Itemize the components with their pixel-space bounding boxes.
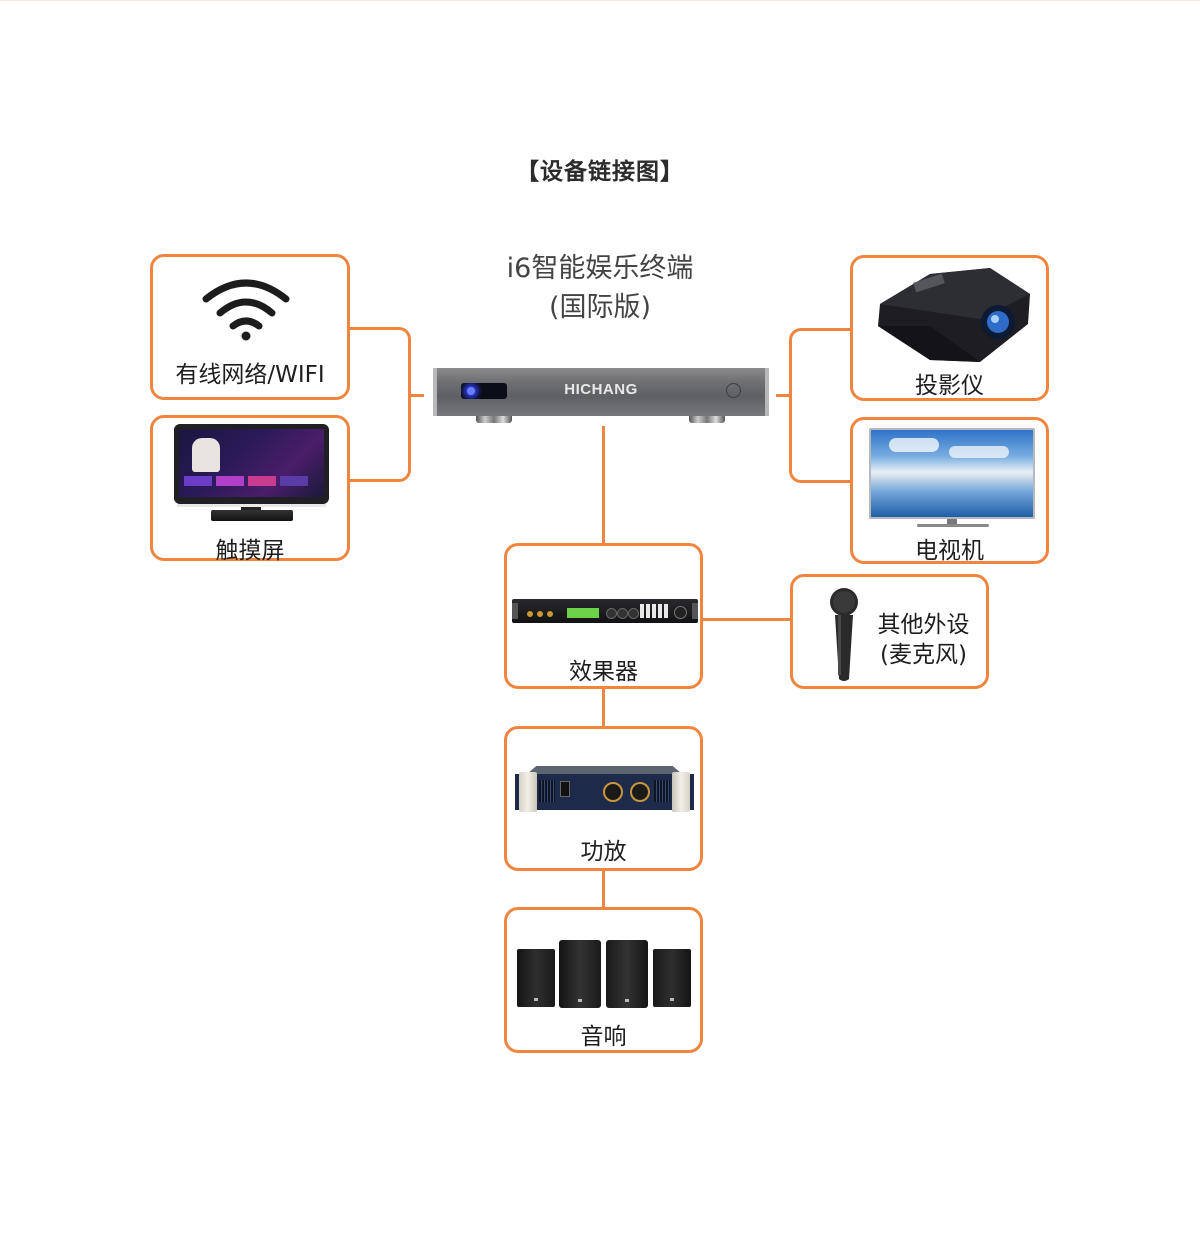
connector-line (602, 870, 605, 909)
hichang-device: HICHANG (433, 368, 769, 416)
touch-screen-image (174, 424, 329, 517)
device-label: 功放 (580, 839, 627, 865)
touch-screen-stand (211, 510, 293, 521)
device-brand: HICHANG (564, 381, 638, 398)
connector-corner (789, 328, 806, 345)
peripheral-label-line2: (麦克风) (880, 642, 967, 668)
device-box-amplifier: 功放 (504, 726, 703, 871)
device-label: 电视机 (915, 538, 984, 564)
connector-line (789, 343, 792, 467)
device-box-speakers: 音响 (504, 907, 703, 1053)
connector-line (804, 480, 851, 483)
page-title: 【设备链接图】 (516, 159, 684, 185)
amplifier-image (515, 766, 694, 812)
connector-corner (394, 464, 411, 482)
device-label: 音响 (580, 1024, 627, 1050)
wifi-icon (202, 279, 290, 341)
device-label: 投影仪 (915, 373, 984, 399)
peripheral-label-line1: 其他外设 (877, 612, 970, 638)
power-button-icon (726, 383, 741, 398)
device-box-microphone: 其他外设 (麦克风) (790, 574, 989, 689)
device-label: 有线网络/WIFI (175, 362, 325, 388)
device-label: 触摸屏 (215, 538, 285, 564)
device-box-tv: 电视机 (850, 417, 1049, 564)
device-box-effects: 效果器 (504, 543, 703, 689)
device-title-line1: i6智能娱乐终端 (506, 253, 694, 284)
device-title-line2: (国际版) (548, 292, 652, 323)
connector-line (408, 342, 411, 466)
tv-image (869, 428, 1035, 528)
microphone-image (830, 588, 858, 681)
device-foot-right (689, 416, 725, 423)
connector-corner (394, 327, 411, 344)
connector-line (702, 618, 792, 621)
top-divider (0, 0, 1200, 1)
connector-line (804, 328, 851, 331)
connector-line (602, 426, 605, 545)
device-box-projector: 投影仪 (850, 255, 1049, 401)
device-box-wifi: 有线网络/WIFI (150, 254, 350, 400)
device-foot-left (476, 416, 512, 423)
device-label: 效果器 (569, 659, 638, 685)
speakers-image (517, 940, 693, 1010)
projector-image (878, 268, 1030, 362)
effects-processor-image (512, 599, 698, 623)
connector-line (410, 394, 424, 397)
connector-line (602, 688, 605, 728)
connector-line (349, 479, 397, 482)
connector-corner (789, 465, 806, 483)
device-box-touch-screen: 触摸屏 (150, 415, 350, 564)
connector-line (349, 327, 397, 330)
connector-line (776, 394, 790, 397)
led-indicator-icon (461, 383, 507, 399)
